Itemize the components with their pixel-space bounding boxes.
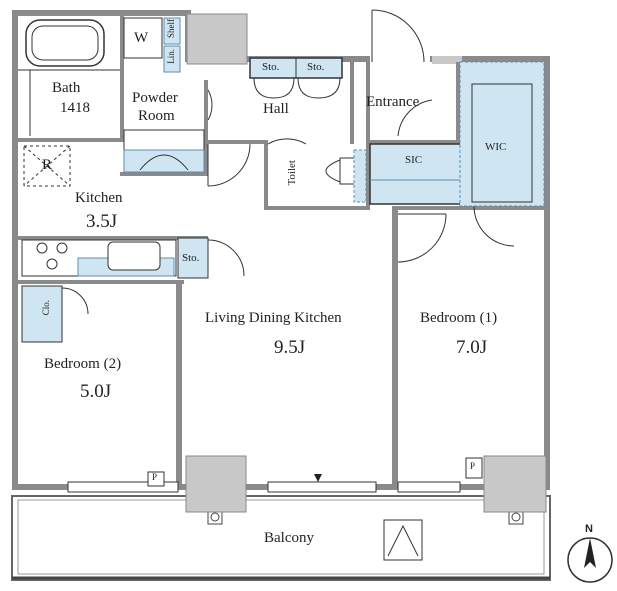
bathtub [25, 19, 105, 67]
interior-walls [18, 16, 550, 484]
balcony-hatch-icon [383, 519, 423, 561]
powder-room-label-2: Room [138, 108, 175, 124]
refrigerator-label: R [42, 157, 53, 173]
pipe-space-right-label: P [470, 461, 476, 471]
stove-burner-icon [36, 242, 68, 270]
bedroom1-size-label: 7.0J [456, 337, 488, 358]
kitchen-sink [107, 241, 161, 271]
door-swings [61, 9, 515, 340]
bath-size-label: 1418 [60, 100, 90, 116]
balcony-vent-right [508, 509, 524, 525]
pipe-space-right [465, 457, 483, 479]
bedroom2-label: Bedroom (2) [44, 356, 122, 372]
washer-space [123, 17, 163, 59]
ldk-size-label: 9.5J [274, 337, 306, 358]
shelf-label: Shelf [166, 19, 176, 38]
toilet-label: Toilet [286, 160, 298, 186]
hall-storage-doors [253, 77, 341, 99]
entrance-label: Entrance [366, 94, 420, 110]
powder-room-sink [123, 129, 205, 173]
north-label: N [585, 523, 593, 535]
wic-label: WIC [485, 141, 507, 153]
north-arrow-icon [567, 537, 613, 583]
washer-label: W [134, 30, 149, 46]
toilet-bowl [325, 157, 357, 185]
kitchen-size-label: 3.5J [86, 211, 118, 232]
bedroom1-label: Bedroom (1) [420, 310, 498, 326]
hall-storage [249, 57, 343, 79]
windows [67, 481, 461, 493]
balcony-area [11, 495, 551, 581]
bath-label: Bath [52, 80, 81, 96]
kitchen-storage [177, 237, 209, 279]
structural-columns [185, 13, 547, 513]
powder-room-label-1: Powder [132, 90, 178, 106]
linen-label: Lin. [166, 49, 176, 64]
pipe-space-left [147, 471, 165, 487]
pipe-space-left-label: P [152, 472, 158, 482]
wic-storage [459, 61, 545, 207]
ldk-label: Living Dining Kitchen [205, 310, 342, 326]
shelf-storage [163, 17, 181, 45]
bedroom2-size-label: 5.0J [80, 381, 112, 402]
kitchen-storage-label: Sto. [182, 252, 200, 264]
refrigerator-space [23, 145, 71, 187]
hall-storage-label-1: Sto. [262, 61, 280, 73]
bath-floor-line [18, 69, 120, 136]
hall-label: Hall [263, 101, 289, 117]
sic-storage [369, 143, 469, 205]
kitchen-label: Kitchen [75, 190, 123, 206]
balcony-label: Balcony [264, 530, 314, 546]
hall-storage-label-2: Sto. [307, 61, 325, 73]
closet-bedroom2 [21, 285, 63, 343]
toilet-storage [353, 149, 367, 203]
ldk-entry-marker-icon [314, 474, 322, 482]
closet-label: Clo. [41, 300, 51, 316]
linen-storage [163, 45, 181, 73]
sic-label: SIC [405, 154, 423, 166]
